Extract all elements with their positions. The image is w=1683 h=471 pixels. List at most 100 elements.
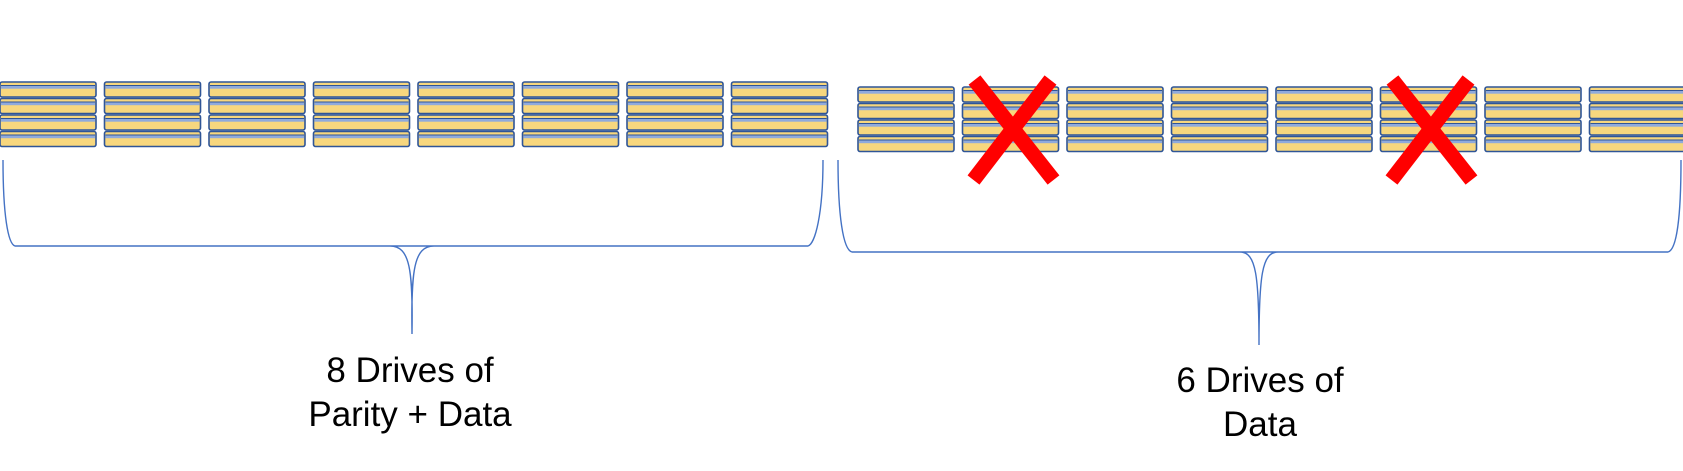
platter-band (419, 118, 513, 122)
platter-band (859, 107, 953, 111)
drive-stack-icon (208, 81, 306, 148)
platter (312, 114, 411, 131)
platter (730, 130, 829, 148)
platter (208, 114, 306, 131)
platter (417, 81, 515, 98)
platter-band (859, 123, 953, 127)
platter-band (1, 118, 95, 122)
platter-band (210, 102, 304, 106)
platter-band (1486, 140, 1580, 144)
platter-band (859, 90, 953, 94)
platter (521, 114, 620, 131)
caption-data-line1: 6 Drives of (1176, 361, 1344, 400)
platter-band (1381, 107, 1476, 111)
red-x-icon (967, 75, 1060, 185)
platter-band (732, 118, 827, 122)
platter (1170, 119, 1269, 136)
platter (1484, 102, 1582, 120)
platter-band (1, 85, 95, 89)
platter-band (1172, 90, 1267, 94)
platter (1484, 135, 1582, 153)
platter-band (523, 102, 618, 106)
platter (312, 130, 411, 148)
platter (1275, 135, 1373, 153)
platter-band (1, 102, 95, 106)
platter-band (859, 140, 953, 144)
platter-band (1, 135, 95, 139)
platter (103, 114, 202, 131)
platter (521, 97, 620, 115)
platter-band (732, 102, 827, 106)
drive-stack-icon (857, 86, 955, 153)
platter (1484, 86, 1582, 103)
platter (312, 97, 411, 115)
platter-band (628, 85, 722, 89)
platter-band (314, 135, 409, 139)
platter-band (210, 118, 304, 122)
platter-band (1277, 123, 1371, 127)
platter (1275, 86, 1373, 103)
platter (103, 130, 202, 148)
platter-band (314, 118, 409, 122)
platter-band (105, 118, 200, 122)
platter (626, 97, 724, 115)
platter (417, 97, 515, 115)
platter (1170, 86, 1269, 103)
platter-band (1486, 107, 1580, 111)
drive-stack-icon (1066, 86, 1164, 153)
platter (417, 114, 515, 131)
platter (103, 97, 202, 115)
platter-band (628, 102, 722, 106)
platter (730, 97, 829, 115)
platter-band (419, 102, 513, 106)
platter (857, 86, 955, 103)
platter (1588, 102, 1683, 120)
drive-stack-icon (1170, 86, 1269, 153)
platter-band (732, 135, 827, 139)
platter-band (1590, 90, 1683, 94)
caption-parity-data-line2: Parity + Data (308, 395, 512, 434)
platter-band (523, 118, 618, 122)
platter-band (1277, 107, 1371, 111)
drive-stack-icon (626, 81, 724, 148)
platter (1170, 102, 1269, 120)
platter-band (419, 85, 513, 89)
platter-band (105, 85, 200, 89)
platter-band (210, 135, 304, 139)
platter-band (1590, 107, 1683, 111)
platter (0, 97, 97, 115)
platter-band (1068, 90, 1162, 94)
red-x-stroke (967, 75, 1057, 185)
platter (1066, 119, 1164, 136)
drive-stack-icon (1588, 86, 1683, 153)
platter-band (1172, 107, 1267, 111)
platter (0, 114, 97, 131)
platter (857, 135, 955, 153)
platter (857, 102, 955, 120)
platter (208, 130, 306, 148)
platter (521, 130, 620, 148)
caption-parity-data: 8 Drives of Parity + Data (240, 349, 580, 437)
drive-stack-icon (1275, 86, 1373, 153)
platter (626, 114, 724, 131)
caption-data-line2: Data (1223, 405, 1297, 444)
platter-band (1277, 140, 1371, 144)
platter (521, 81, 620, 98)
platter-band (1381, 90, 1476, 94)
platter-band (1486, 123, 1580, 127)
platter-band (419, 135, 513, 139)
platter-band (1068, 107, 1162, 111)
platter-band (523, 85, 618, 89)
platter (1275, 119, 1373, 136)
platter-band (1068, 140, 1162, 144)
platter (626, 81, 724, 98)
red-x-icon (1385, 75, 1478, 185)
drive-stack-icon (1484, 86, 1582, 153)
platter-band (1172, 140, 1267, 144)
platter-band (1590, 140, 1683, 144)
platter-band (210, 85, 304, 89)
platter (730, 81, 829, 98)
platter (1066, 102, 1164, 120)
drive-stack-icon (0, 81, 97, 148)
